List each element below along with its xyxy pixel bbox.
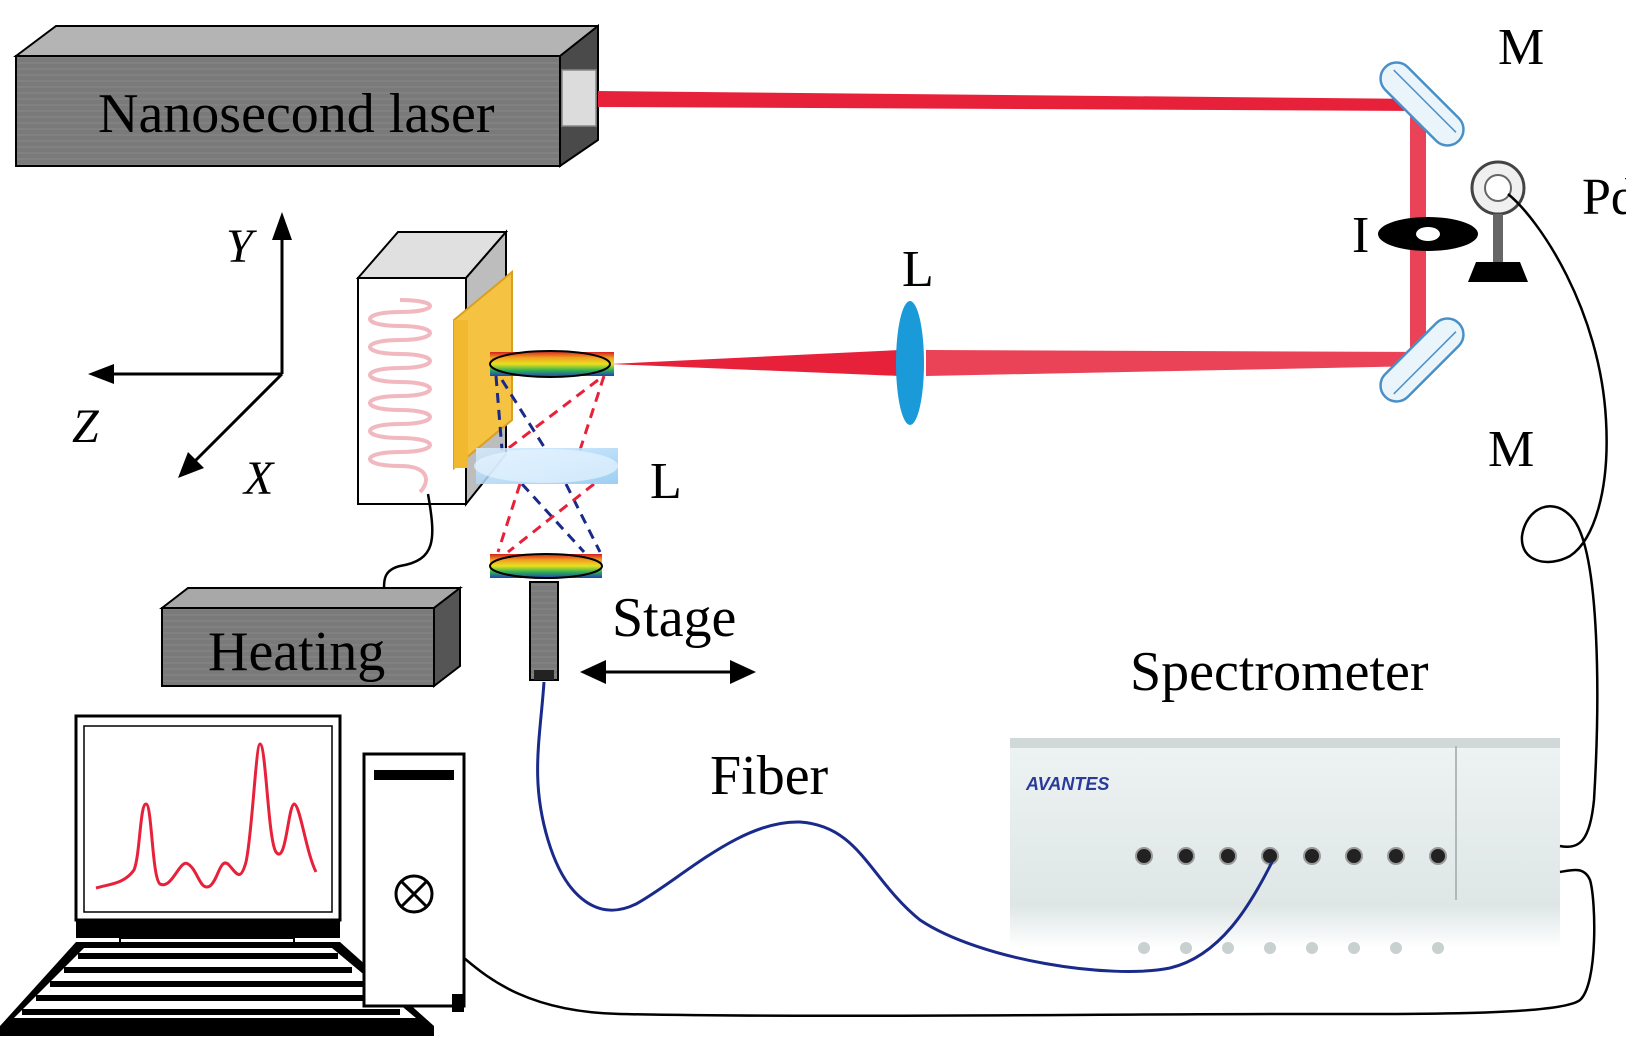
spectrometer-brand: AVANTES — [1025, 774, 1109, 794]
computer-tower — [362, 752, 466, 1012]
spectrum-plot — [95, 742, 318, 890]
mirror-top — [1379, 61, 1465, 147]
spectrometer: AVANTES — [1010, 738, 1560, 954]
photodiode-cable — [1507, 193, 1608, 849]
dashed-rays — [494, 375, 606, 554]
iris-label: I — [1352, 207, 1369, 264]
axis-x-label: X — [242, 452, 275, 505]
lower-lens — [474, 448, 618, 484]
mirror-bottom-label: M — [1488, 421, 1534, 478]
pc-spectrometer-cable — [463, 868, 1596, 1018]
mirror-bottom — [1379, 317, 1465, 403]
iris — [1378, 217, 1478, 251]
axis-z-label: Z — [72, 400, 100, 453]
axes — [88, 212, 292, 478]
heater-block — [355, 229, 513, 507]
laser-beam — [598, 91, 1426, 376]
heating-label: Heating — [208, 621, 385, 683]
spectrometer-ports — [1135, 847, 1447, 865]
stage-label: Stage — [612, 587, 736, 649]
fiber-collimator — [529, 581, 559, 681]
fiber-label: Fiber — [710, 745, 829, 807]
photodiode — [1468, 160, 1528, 282]
main-lens — [896, 301, 924, 425]
mirror-top-label: M — [1498, 19, 1544, 76]
spectrometer-reflection — [1138, 942, 1444, 954]
fiber-cable — [536, 681, 1274, 973]
laser-box: Nanosecond laser — [13, 23, 599, 168]
main-lens-label: L — [902, 241, 934, 298]
lower-lens-label: L — [650, 453, 682, 510]
heater-cable — [382, 493, 434, 589]
axis-y-label: Y — [226, 220, 257, 273]
sample-top — [489, 350, 614, 378]
photodiode-label: Pd — [1582, 169, 1626, 226]
spectrometer-label: Spectrometer — [1130, 641, 1429, 703]
sample-bottom — [489, 553, 603, 579]
heating-box: Heating — [159, 585, 463, 689]
computer-monitor — [74, 714, 342, 945]
stage-arrow — [580, 660, 756, 684]
laser-label: Nanosecond laser — [98, 83, 495, 145]
keyboard — [0, 942, 434, 1036]
